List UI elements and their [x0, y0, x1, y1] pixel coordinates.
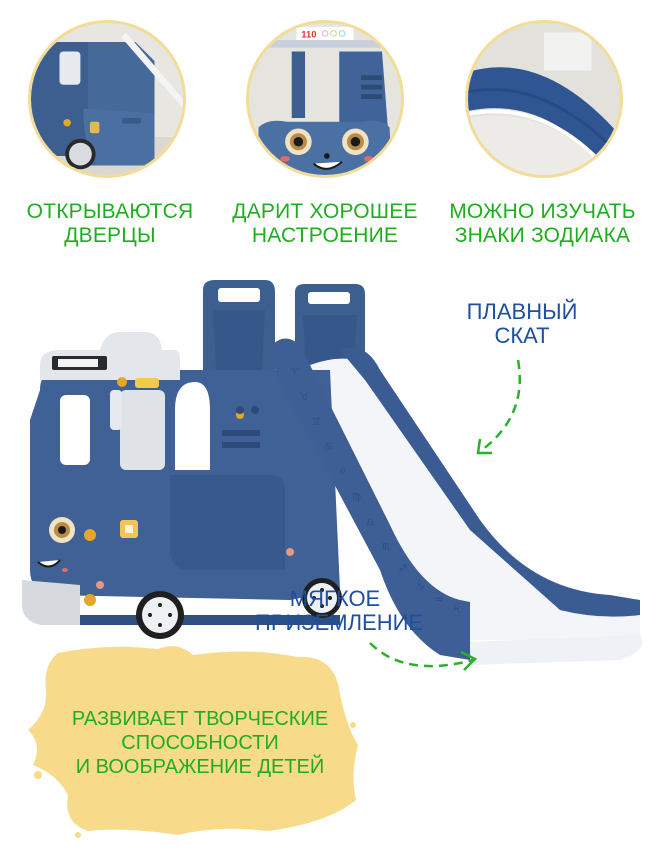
bus-slide-product-image: ♈ ♉ ♊ ♋ ♌ ♍ ♎ ♏ ♐ ♑ ♒ ♓: [22, 280, 643, 665]
slide-rail-illustration: [468, 23, 620, 175]
paint-splash-background: [28, 646, 358, 838]
callout-line: ПРИЗЕМЛЕНИЕ: [255, 610, 424, 635]
feature-caption-zodiac: МОЖНО ИЗУЧАТЬ ЗНАКИ ЗОДИАКА: [440, 200, 645, 248]
dashed-arrow-icon: [476, 359, 522, 455]
caption-line: ДВЕРЦЫ: [64, 224, 156, 247]
feature-image-good-mood: 110: [246, 20, 404, 178]
caption-line: МОЖНО ИЗУЧАТЬ: [449, 200, 636, 223]
caption-line: НАСТРОЕНИЕ: [251, 224, 399, 247]
banner-line: И ВООБРАЖЕНИЕ ДЕТЕЙ: [75, 756, 325, 778]
svg-text:♊: ♊: [312, 417, 321, 428]
sign-number: 110: [301, 29, 316, 40]
svg-text:♐: ♐: [398, 564, 407, 575]
svg-text:♍: ♍: [352, 492, 361, 503]
svg-text:♓: ♓: [452, 604, 461, 615]
bus-face-illustration: 110: [249, 23, 401, 175]
svg-text:♉: ♉: [300, 392, 309, 403]
feature-image-zodiac-signs: [465, 20, 623, 178]
svg-text:♎: ♎: [366, 517, 375, 528]
svg-text:♒: ♒: [434, 595, 443, 606]
zodiac-glyphs: ♈ ♉ ♊ ♋ ♌ ♍ ♎ ♏ ♐ ♑ ♒ ♓: [290, 367, 461, 615]
banner-develops-creativity: РАЗВИВАЕТ ТВОРЧЕСКИЕ СПОСОБНОСТИ И ВООБР…: [50, 707, 350, 779]
svg-text:♋: ♋: [324, 442, 333, 453]
callout-line: СКАТ: [494, 323, 550, 348]
callout-soft-landing: МЯГКОЕ ПРИЗЕМЛЕНИЕ: [255, 586, 424, 635]
feature-image-open-doors: [28, 20, 186, 178]
callout-line: ПЛАВНЫЙ: [466, 299, 578, 324]
dashed-arrow-icon: [369, 642, 478, 671]
feature-caption-good-mood: ДАРИТ ХОРОШЕЕ НАСТРОЕНИЕ: [225, 200, 425, 248]
svg-text:♈: ♈: [290, 367, 299, 378]
banner-line: РАЗВИВАЕТ ТВОРЧЕСКИЕ: [71, 708, 329, 730]
callout-smooth-slope: ПЛАВНЫЙ СКАТ: [452, 300, 592, 348]
svg-text:♏: ♏: [382, 542, 391, 553]
caption-line: ОТКРЫВАЮТСЯ: [26, 200, 194, 223]
caption-line: ЗНАКИ ЗОДИАКА: [454, 224, 631, 247]
svg-text:♌: ♌: [338, 467, 347, 478]
feature-caption-open-doors: ОТКРЫВАЮТСЯ ДВЕРЦЫ: [10, 200, 210, 248]
caption-line: ДАРИТ ХОРОШЕЕ: [232, 200, 418, 223]
svg-text:♑: ♑: [416, 582, 425, 593]
callout-line: МЯГКОЕ: [289, 586, 381, 611]
banner-line: СПОСОБНОСТИ: [121, 732, 279, 754]
bus-door-illustration: [31, 23, 183, 175]
